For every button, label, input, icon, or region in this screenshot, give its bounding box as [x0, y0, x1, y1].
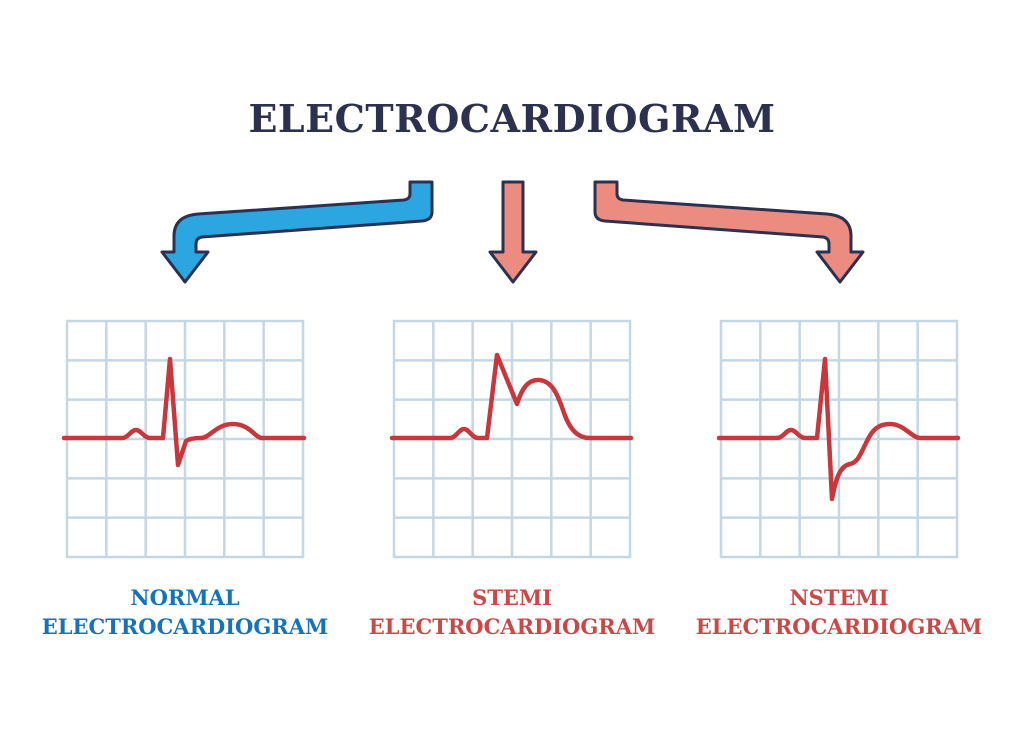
- curved-arrow-right-down-icon: [593, 180, 865, 284]
- curved-arrow-left-down-icon: [160, 180, 434, 284]
- caption-normal-line2: ELECTROCARDIOGRAM: [41, 614, 329, 639]
- caption-normal: NORMAL ELECTROCARDIOGRAM: [15, 583, 355, 641]
- caption-normal-line1: NORMAL: [130, 585, 240, 610]
- ecg-trace-normal: [61, 356, 307, 468]
- arrow-down-icon: [488, 180, 538, 284]
- caption-nstemi: NSTEMI ELECTROCARDIOGRAM: [669, 583, 1009, 641]
- caption-stemi-line2: ELECTROCARDIOGRAM: [368, 614, 656, 639]
- ecg-trace-nstemi: [716, 356, 961, 502]
- caption-nstemi-line2: ELECTROCARDIOGRAM: [695, 614, 983, 639]
- caption-stemi-line1: STEMI: [472, 585, 552, 610]
- page-title: ELECTROCARDIOGRAM: [248, 96, 776, 141]
- caption-stemi: STEMI ELECTROCARDIOGRAM: [342, 583, 682, 641]
- ecg-trace-stemi: [389, 352, 634, 441]
- caption-nstemi-line1: NSTEMI: [789, 585, 889, 610]
